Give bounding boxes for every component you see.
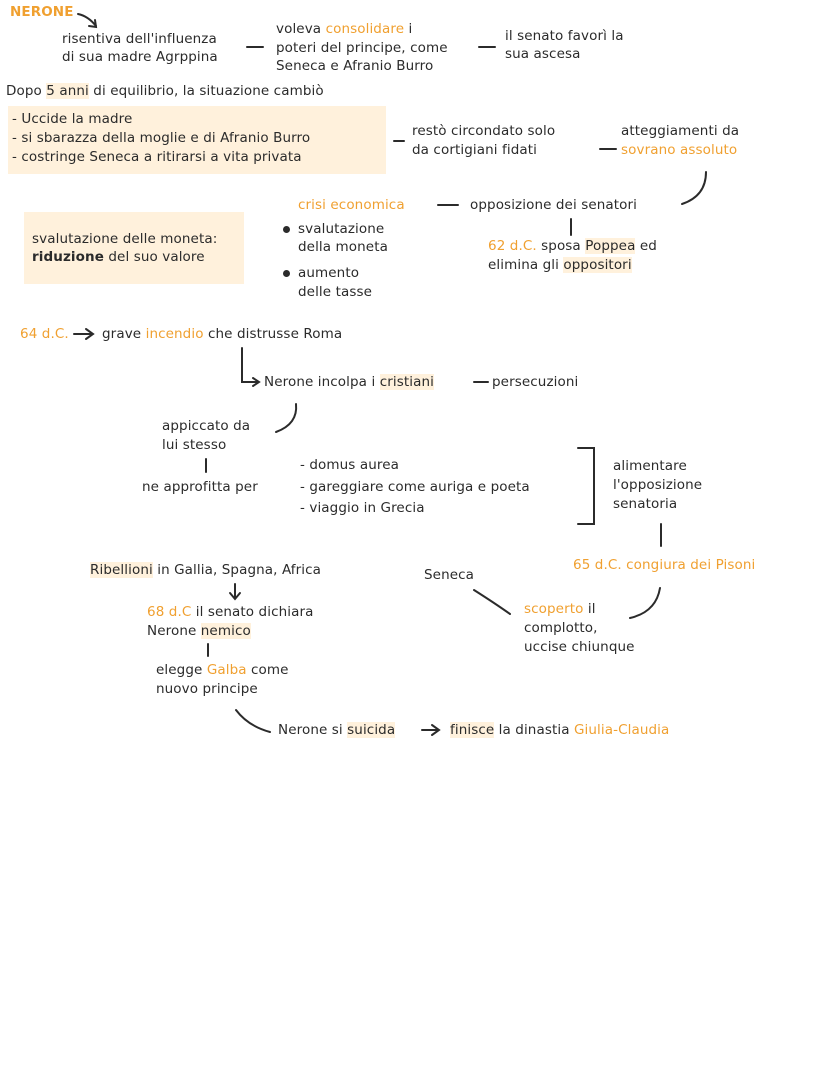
atteggiamenti-line1: atteggiamenti da: [621, 123, 740, 139]
influenza-line1: risentiva dell'influenza: [62, 31, 217, 47]
bullet-tasse-1: aumento: [298, 265, 360, 281]
finisce-keyword: finisce: [450, 722, 495, 738]
text-part: Nerone incolpa i: [264, 374, 380, 390]
text-part: di equilibrio, la situazione cambiò: [88, 83, 324, 99]
bullet-dot: [283, 226, 290, 233]
suicida-line: Nerone si suicida: [278, 721, 396, 739]
scoperto-line3: uccise chiunque: [524, 639, 635, 655]
galba-line1: elegge Galba come: [156, 661, 289, 679]
incendio-line: grave incendio che distrusse Roma: [102, 325, 342, 343]
text-part: ed: [635, 238, 657, 254]
text-part: del suo valore: [104, 249, 205, 265]
text-part: Nerone si: [278, 722, 348, 738]
svalutazione-line1: svalutazione delle moneta:: [32, 231, 218, 247]
congiura-pisoni: 65 d.C. congiura dei Pisoni: [573, 557, 756, 573]
ribellioni-keyword: Ribellioni: [90, 562, 153, 578]
text-part: in Gallia, Spagna, Africa: [152, 562, 322, 578]
cristiani-line: Nerone incolpa i cristiani: [264, 373, 434, 391]
alimentare-line3: senatoria: [613, 496, 678, 512]
text-part: la dinastia: [494, 722, 574, 738]
suicida-keyword: suicida: [347, 722, 396, 738]
text-part: Dopo: [6, 83, 47, 99]
influenza-line2: di sua madre Agrppina: [62, 49, 218, 65]
dinastia-keyword: Giulia-Claudia: [573, 722, 670, 738]
domus-item: - gareggiare come auriga e poeta: [300, 479, 530, 495]
oppositori-keyword: oppositori: [563, 257, 632, 273]
resto-line2: da cortigiani fidati: [412, 142, 537, 158]
list-item: - costringe Seneca a ritirarsi a vita pr…: [12, 149, 302, 165]
text-part: Nerone: [147, 623, 201, 639]
ribellioni-line: Ribellioni in Gallia, Spagna, Africa: [90, 561, 321, 579]
text-part: il senato dichiara: [191, 604, 314, 620]
dopo-line: Dopo 5 anni di equilibrio, la situazione…: [6, 82, 324, 100]
poppea-keyword: Poppea: [585, 238, 636, 254]
text-part: il: [583, 601, 596, 617]
list-item: - Uccide la madre: [12, 111, 133, 127]
sovrano-assoluto: sovrano assoluto: [621, 142, 738, 158]
text-part: come: [246, 662, 289, 678]
galba-keyword: Galba: [206, 662, 247, 678]
bullet-dot: [283, 270, 290, 277]
poppea-line2: elimina gli oppositori: [488, 256, 632, 274]
bullet-tasse-2: delle tasse: [298, 284, 373, 300]
bullet-svalutazione-1: svalutazione: [298, 221, 385, 237]
alimentare-line1: alimentare: [613, 458, 687, 474]
galba-line2: nuovo principe: [156, 681, 258, 697]
text-part: i: [404, 21, 413, 37]
svalutazione-line2: riduzione del suo valore: [32, 248, 205, 266]
crisi-economica: crisi economica: [298, 197, 405, 213]
opposizione-senatori: opposizione dei senatori: [470, 197, 638, 213]
riduzione-keyword: riduzione: [32, 249, 104, 265]
appiccato-line1: appiccato da: [162, 418, 251, 434]
consolidare-line1: voleva consolidare i: [276, 20, 412, 38]
finisce-line: finisce la dinastia Giulia-Claudia: [450, 721, 669, 739]
seneca: Seneca: [424, 567, 475, 583]
date-68: 68 d.C: [147, 604, 192, 620]
resto-line1: restò circondato solo: [412, 123, 556, 139]
consolidare-keyword: consolidare: [325, 21, 405, 37]
domus-item: - viaggio in Grecia: [300, 500, 425, 516]
cinque-anni: 5 anni: [46, 83, 89, 99]
alimentare-line2: l'opposizione: [613, 477, 703, 493]
consolidare-line2: poteri del principe, come: [276, 40, 448, 56]
scoperto-line2: complotto,: [524, 620, 598, 636]
date-62: 62 d.C.: [488, 238, 537, 254]
text-part: elimina gli: [488, 257, 564, 273]
bullet-svalutazione-2: della moneta: [298, 239, 388, 255]
poppea-line1: 62 d.C. sposa Poppea ed: [488, 237, 657, 255]
svalutazione-highlight: [24, 212, 244, 284]
incendio-keyword: incendio: [145, 326, 204, 342]
text-part: elegge: [156, 662, 207, 678]
list-item: - si sbarazza della moglie e di Afranio …: [12, 130, 311, 146]
senato68-line2: Nerone nemico: [147, 622, 251, 640]
text-part: sposa: [536, 238, 586, 254]
text-part: grave: [102, 326, 146, 342]
date-64: 64 d.C.: [20, 326, 69, 342]
senato68-line1: 68 d.C il senato dichiara: [147, 603, 314, 621]
nemico-keyword: nemico: [200, 623, 251, 639]
cristiani-keyword: cristiani: [379, 374, 434, 390]
senato-line2: sua ascesa: [505, 46, 581, 62]
domus-item: - domus aurea: [300, 457, 399, 473]
text-part: che distrusse Roma: [203, 326, 343, 342]
appiccato-line2: lui stesso: [162, 437, 227, 453]
consolidare-line3: Seneca e Afranio Burro: [276, 58, 434, 74]
page-title: NERONE: [10, 4, 74, 20]
senato-line1: il senato favorì la: [505, 28, 624, 44]
text-part: voleva: [276, 21, 326, 37]
scoperto-line1: scoperto il: [524, 600, 596, 618]
list-highlight: [8, 106, 386, 174]
scoperto-keyword: scoperto: [524, 601, 584, 617]
persecuzioni: persecuzioni: [492, 374, 579, 390]
approfitta: ne approfitta per: [142, 479, 258, 495]
